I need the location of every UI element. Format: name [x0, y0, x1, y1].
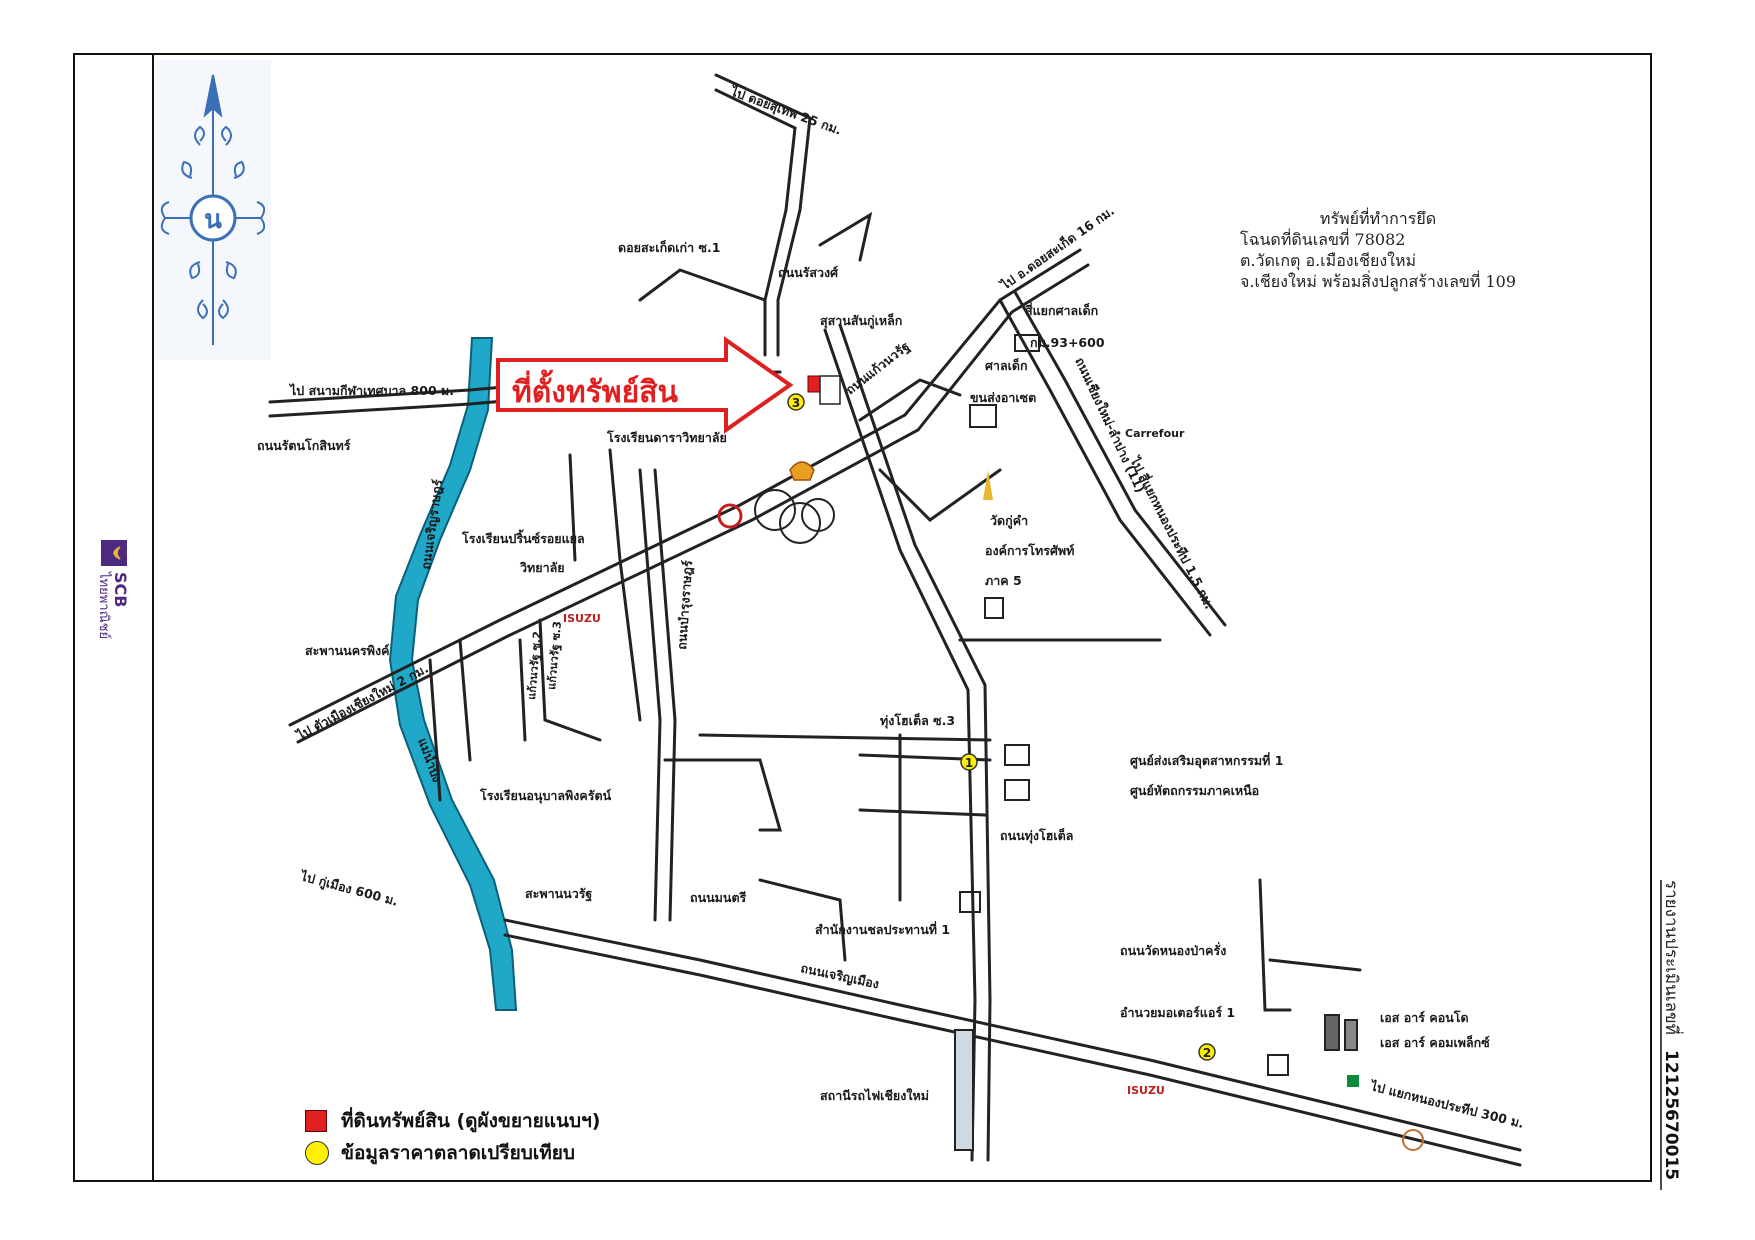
label-nong-prateep-300: ไป แยกหนองประทีป 300 ม.: [1367, 1078, 1525, 1131]
property-province: จ.เชียงใหม่ พร้อมสิ่งปลูกสร้างเลขที่ 109: [1240, 272, 1517, 291]
property-building-icon: [819, 375, 841, 405]
temple-icon: [983, 470, 993, 500]
label-monthri-rd: ถนนมนตรี: [690, 890, 747, 905]
sidebar-divider: [152, 53, 154, 1182]
marker-1-label: 1: [965, 756, 973, 770]
property-callout-arrow: [496, 336, 794, 434]
label-cemetery: สุสานสันกู่เหล็ก: [820, 313, 902, 329]
label-doi-suthep: ไป ดอยสุเทพ 25 กม.: [727, 83, 844, 139]
label-kaew-nawarat: ถนนแก้วนวรัฐ: [843, 338, 913, 398]
label-handicraft-center: ศูนย์หัตถกรรมภาคเหนือ: [1130, 783, 1259, 799]
shell-station-icon: [789, 461, 815, 481]
label-rattanakosin-rd: ถนนรัตนโกสินทร์: [257, 438, 351, 453]
property-land-marker: [807, 375, 821, 393]
label-bumrungrat-rd: ถนนบำรุงราษฎร์: [674, 560, 696, 651]
label-industrial-center: ศูนย์ส่งเสริมอุตสาหกรรมที่ 1: [1130, 752, 1283, 769]
comparison-marker-1: [960, 753, 978, 771]
report-label: รายงานประเมินเลขที่: [1661, 880, 1684, 1035]
label-condo: เอส อาร์ คอนโด: [1380, 1010, 1469, 1025]
label-saladek-junction: สี่แยกศาลเด็ก: [1025, 302, 1099, 318]
property-location: ต.วัดเกตุ อ.เมืองเชียงใหม่: [1240, 251, 1417, 270]
label-amnuay-motor: อำนวยมอเตอร์แอร์ 1: [1120, 1005, 1235, 1020]
legend-yellow-swatch: [305, 1141, 329, 1165]
label-ku-mueang: ไป กู่เมือง 600 ม.: [297, 868, 400, 910]
label-anuban-school: โรงเรียนอนุบาลพิงครัตน์: [479, 788, 612, 804]
scb-short: SCB: [111, 572, 130, 607]
label-thung-hotel-rd: ถนนทุ่งโฮเต็ล: [1000, 828, 1073, 844]
scb-logo: SCB ไทยพาณิชย์: [96, 540, 130, 639]
marker-3-label: 3: [792, 396, 800, 410]
label-doi-saket: ไป อ.ดอยสะเก็ด 16 กม.: [996, 203, 1117, 294]
scb-shield-icon: [113, 546, 121, 560]
comparison-markers: [787, 393, 1216, 1061]
label-court: ศาลเด็ก: [985, 358, 1028, 373]
report-number: รายงานประเมินเลขที่ 12125670015: [1660, 880, 1684, 1190]
report-number-value: 12125670015: [1661, 1050, 1681, 1180]
label-prince-royal: โรงเรียนปริ้นซ์รอยแยล: [461, 529, 585, 546]
north-arrow-icon: [155, 60, 271, 360]
comparison-marker-2: [1198, 1043, 1216, 1061]
label-office-1: สำนักงานชลประทานที่ 1: [815, 921, 950, 937]
legend-red-swatch: [305, 1110, 327, 1132]
isuzu-label-1: ISUZU: [563, 612, 601, 625]
isuzu-label-2: ISUZU: [1127, 1084, 1165, 1097]
label-thung-hotel-3: ทุ่งโฮเต็ล ซ.3: [880, 713, 955, 729]
buildings: [954, 334, 1358, 1151]
map-frame: [73, 53, 1652, 1182]
label-bus-terminal: ขนส่งอาเซต: [970, 390, 1036, 405]
label-nakhon-ping-bridge: สะพานนครพิงค์: [305, 643, 389, 658]
seven-eleven-icon: [1347, 1075, 1359, 1087]
label-kaew-nawarat-3: แก้วนวรัฐ ซ.3: [545, 621, 565, 691]
landmark-circles: [717, 489, 835, 544]
label-wat-ku-kham: วัดกู่คำ: [990, 513, 1028, 529]
legend-property-label: ที่ดินทรัพย์สิน (ดูผังขยายแนบฯ): [341, 1110, 601, 1132]
label-wat-nong-pa-khrang: ถนนวัดหนองป่าครั่ง: [1120, 942, 1226, 958]
label-complex: เอส อาร์ คอมเพล็กซ์: [1380, 1035, 1490, 1050]
label-railway: สถานีรถไฟเชียงใหม่: [820, 1088, 929, 1103]
label-school-dara: โรงเรียนดาราวิทยาลัย: [606, 430, 727, 445]
legend-row-comparison: ข้อมูลราคาตลาดเปรียบเทียบ: [305, 1137, 600, 1169]
label-carrefour: Carrefour: [1125, 427, 1185, 440]
scb-name: ไทยพาณิชย์: [96, 571, 112, 639]
label-doi-saket-old: ดอยสะเก็ดเก่า ซ.1: [618, 240, 720, 255]
property-info-title: ทรัพย์ที่ทำการยึด: [1319, 209, 1437, 228]
label-ratsawong-rd: ถนนรัสวงศ์: [778, 265, 839, 280]
legend-comparison-label: ข้อมูลราคาตลาดเปรียบเทียบ: [341, 1142, 575, 1164]
marker-2-label: 2: [1203, 1046, 1211, 1060]
label-charoen-mueang-rd: ถนนเจริญเมือง: [799, 960, 880, 991]
bank-icon: [1402, 1129, 1424, 1151]
legend-row-property: ที่ดินทรัพย์สิน (ดูผังขยายแนบฯ): [305, 1105, 600, 1137]
property-info: ทรัพย์ที่ทำการยึด โฉนดที่ดินเลขที่ 78082…: [1240, 208, 1516, 292]
comparison-marker-3: [787, 393, 805, 411]
label-km-marker: กม.93+600: [1030, 335, 1105, 350]
label-nawarat-bridge: สะพานนวรัฐ: [525, 886, 592, 902]
label-tot: องค์การโทรศัพท์: [985, 543, 1074, 558]
north-glyph: น: [204, 205, 222, 235]
label-stadium: ไป สนามกีฬาเทศบาล 800 ม.: [288, 383, 454, 398]
legend: ที่ดินทรัพย์สิน (ดูผังขยายแนบฯ) ข้อมูลรา…: [305, 1105, 600, 1169]
label-prince-royal-2: วิทยาลัย: [519, 560, 565, 575]
mae-ping-river: [388, 337, 518, 1011]
property-callout-text: ที่ตั้งทรัพย์สิน: [512, 369, 678, 410]
label-tot-region: ภาค 5: [985, 573, 1022, 588]
property-deed: โฉนดที่ดินเลขที่ 78082: [1240, 230, 1406, 249]
